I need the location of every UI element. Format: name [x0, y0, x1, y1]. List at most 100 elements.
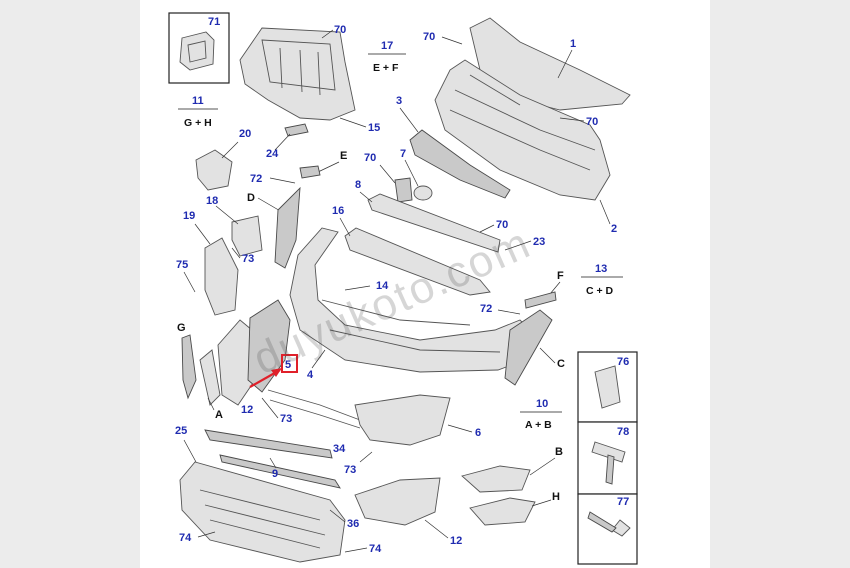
label-14: 14	[376, 280, 389, 292]
label-7: 7	[400, 148, 406, 160]
leader-6	[447, 424, 473, 433]
group-10-formula: A + B	[525, 419, 552, 431]
leader-9	[269, 457, 277, 469]
label-19: 19	[183, 210, 195, 222]
label-15: 15	[368, 122, 380, 134]
label-76: 76	[617, 356, 629, 368]
label-77: 77	[617, 496, 629, 508]
part-71-detail	[187, 40, 207, 63]
leader-C	[539, 347, 556, 364]
label-70-right: 70	[496, 219, 508, 231]
part-77-screw-shank	[587, 511, 617, 533]
label-12-left: 12	[241, 404, 253, 416]
label-70-upper: 70	[423, 31, 435, 43]
part-16-beam	[344, 227, 491, 296]
leader-70-top	[321, 29, 334, 39]
label-16: 16	[332, 205, 344, 217]
part-24-shape	[284, 123, 309, 137]
part-8-beam	[367, 193, 501, 253]
leader-19	[194, 223, 211, 245]
part-20-shape	[195, 149, 233, 191]
group-11-number: 11	[192, 95, 204, 107]
leader-74-right	[344, 547, 368, 553]
part-19-shape	[204, 237, 239, 316]
part-36-ribs	[199, 489, 326, 549]
leader-B	[529, 457, 556, 476]
marker-C: C	[557, 358, 565, 370]
leader-75	[183, 271, 196, 293]
leader-70-right	[479, 224, 495, 233]
label-70-mid: 70	[364, 152, 376, 164]
part-76-clip	[594, 365, 621, 409]
inset-box-71	[168, 12, 230, 84]
leader-12-lower	[424, 519, 449, 539]
marker-E: E	[340, 150, 347, 162]
part-B-shape	[461, 465, 531, 493]
label-70-top: 70	[334, 24, 346, 36]
group-17-number: 17	[381, 40, 393, 52]
leader-72-right	[497, 309, 521, 315]
part-4-bumper-cover	[289, 227, 536, 373]
part-78-bolt-shank	[605, 454, 615, 485]
leader-1	[557, 49, 573, 79]
label-20: 20	[239, 128, 251, 140]
part-3-shape	[409, 129, 511, 199]
label-70-grille: 70	[586, 116, 598, 128]
marker-G: G	[177, 322, 186, 334]
leader-23	[504, 240, 532, 251]
part-5-insert	[247, 299, 291, 393]
part-G-strip	[181, 334, 197, 400]
part-70-bracket	[394, 177, 413, 203]
label-71: 71	[208, 16, 220, 28]
label-2: 2	[611, 223, 617, 235]
leader-8	[359, 191, 373, 203]
leader-A	[207, 397, 215, 411]
leader-70-mid	[379, 164, 396, 184]
highlight-arrow-head	[271, 368, 282, 377]
part-7-emblem	[413, 185, 433, 201]
label-74-left: 74	[179, 532, 192, 544]
group-10-number: 10	[536, 398, 548, 410]
label-9: 9	[272, 468, 278, 480]
leader-73-mid	[261, 397, 279, 419]
group-11-formula: G + H	[184, 117, 212, 129]
part-4-detail	[321, 299, 501, 353]
leader-20	[221, 141, 239, 159]
part-C-bracket	[504, 309, 553, 386]
label-78: 78	[617, 426, 629, 438]
part-9-strip	[219, 454, 341, 489]
leader-24	[274, 133, 291, 151]
leader-15	[339, 117, 367, 128]
part-frame-shape	[239, 27, 356, 121]
part-34-strip	[204, 429, 333, 459]
label-75: 75	[176, 259, 188, 271]
part-6-shape	[354, 394, 451, 446]
group-13-formula: C + D	[586, 285, 614, 297]
leader-4	[311, 349, 326, 369]
leader-73-lower	[359, 451, 373, 463]
leader-70-upper	[441, 36, 463, 45]
part-18-shape	[231, 215, 263, 257]
group-13-number: 13	[595, 263, 607, 275]
label-34: 34	[333, 443, 346, 455]
part-H-shape	[469, 497, 536, 526]
part-12-lower-trim	[354, 477, 441, 526]
marker-H: H	[552, 491, 560, 503]
leader-25	[183, 439, 197, 463]
left-margin	[0, 0, 140, 568]
part-71-shape	[179, 31, 215, 71]
label-1: 1	[570, 38, 576, 50]
part-frame-detail	[261, 39, 336, 96]
leader-70-grille	[559, 117, 585, 122]
leader-H	[531, 499, 552, 507]
part-E-clip	[299, 165, 321, 179]
part-D-bracket	[274, 186, 301, 269]
label-12-lower: 12	[450, 535, 462, 547]
part-A-strip	[199, 349, 221, 406]
label-25: 25	[175, 425, 187, 437]
label-73-upper: 73	[242, 253, 254, 265]
leader-36	[329, 509, 346, 523]
part-F-clip	[524, 291, 557, 309]
label-24: 24	[266, 148, 279, 160]
